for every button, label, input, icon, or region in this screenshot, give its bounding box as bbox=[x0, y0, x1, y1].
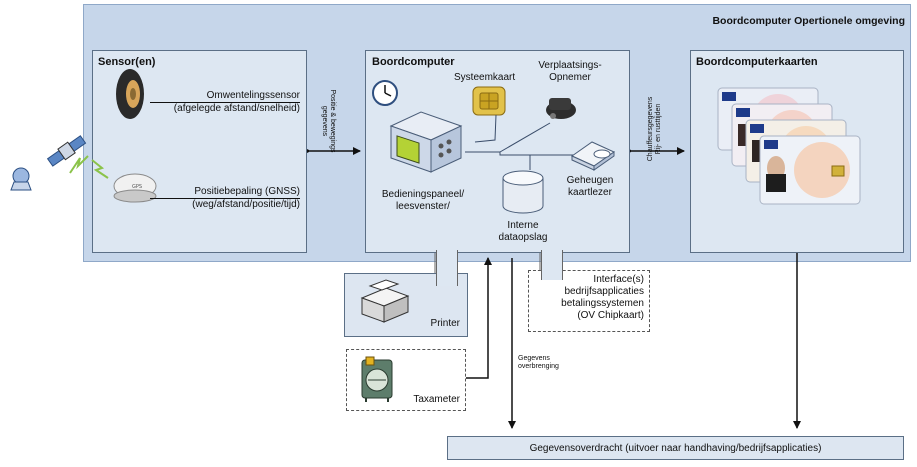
taxameter-label: Taxameter bbox=[413, 394, 460, 405]
printer-port bbox=[436, 250, 458, 286]
printer-label: Printer bbox=[430, 318, 460, 329]
rotation-sensor-label: Omwentelingssensor bbox=[206, 90, 300, 101]
chip-card-icon bbox=[472, 86, 506, 116]
internal-storage-label: Interne dataopslag bbox=[488, 220, 558, 244]
satellite-icon bbox=[46, 135, 109, 179]
tire-icon bbox=[116, 69, 144, 119]
cards-title: Boordcomputerkaarten bbox=[696, 56, 818, 68]
storage-cylinder-icon bbox=[502, 170, 544, 214]
sensor-computer-link-line1: Positie & bewegings bbox=[329, 89, 336, 153]
movement-sensor-line1: Verplaatsings- bbox=[538, 60, 602, 71]
sensor-computer-link-label: Positie & bewegings gegevens bbox=[314, 81, 336, 161]
output-box: Gegevensoverdracht (uitvoer naar handhav… bbox=[447, 436, 904, 460]
computer-cards-link-line1: Chauffeursgegevens bbox=[647, 96, 654, 162]
interface-label: Interface(s) bedrijfsapplicaties betalin… bbox=[530, 274, 644, 322]
control-panel-label: Bedieningspaneel/ leesvenster/ bbox=[368, 189, 478, 213]
control-unit-icon bbox=[389, 111, 463, 173]
interface-line3: betalingssystemen bbox=[561, 298, 644, 309]
card-reader-icon bbox=[570, 141, 616, 171]
position-label: Positiebepaling (GNSS) bbox=[194, 186, 300, 197]
transfer-note-line2: overbrenging bbox=[518, 363, 559, 370]
movement-sensor-label: Verplaatsings- Opnemer bbox=[525, 60, 615, 84]
driver-card-4 bbox=[759, 135, 861, 205]
rotation-sensor-sublabel: (afgelegde afstand/snelheid) bbox=[173, 103, 300, 114]
computer-cards-link-label: Chauffeursgegevens Rij- en rusttijden bbox=[647, 89, 669, 169]
internal-storage-line1: Interne bbox=[507, 220, 539, 231]
memory-card-reader-line1: Geheugen bbox=[566, 175, 614, 186]
interface-line4: (OV Chipkaart) bbox=[577, 310, 644, 321]
driver-cards-stack-icon bbox=[717, 87, 861, 205]
internal-storage-line2: dataopslag bbox=[498, 232, 548, 243]
interface-port bbox=[541, 250, 563, 280]
movement-sensor-icon bbox=[546, 98, 576, 119]
position-underline bbox=[150, 198, 300, 199]
position-sublabel: (weg/afstand/positie/tijd) bbox=[192, 199, 300, 210]
sensor-computer-link-line2: gegevens bbox=[321, 105, 328, 137]
sensor-title: Sensor(en) bbox=[98, 56, 156, 68]
rotation-sensor-underline bbox=[150, 102, 300, 103]
printer-icon bbox=[360, 279, 410, 323]
control-panel-line2: leesvenster/ bbox=[396, 201, 450, 212]
computer-title: Boordcomputer bbox=[372, 56, 455, 68]
environment-title: Boordcomputer Opertionele omgeving bbox=[712, 15, 905, 27]
gps-receiver-icon: GPS bbox=[113, 173, 157, 203]
transfer-note-line1: Gegevens bbox=[518, 355, 550, 362]
clock-icon bbox=[372, 80, 398, 106]
interface-line2: bedrijfsapplicaties bbox=[564, 286, 645, 297]
taxameter-icon bbox=[361, 356, 393, 402]
transfer-note: Gegevens overbrenging bbox=[518, 355, 559, 371]
interface-box bbox=[528, 270, 650, 332]
system-card-label: Systeemkaart bbox=[454, 72, 516, 83]
gps-badge: GPS bbox=[132, 184, 142, 190]
memory-card-reader-label: Geheugen kaartlezer bbox=[560, 175, 620, 199]
dish-icon bbox=[10, 167, 32, 191]
movement-sensor-line2: Opnemer bbox=[549, 72, 591, 83]
control-panel-line1: Bedieningspaneel/ bbox=[381, 189, 465, 200]
interface-line1: Interface(s) bbox=[593, 274, 644, 285]
memory-card-reader-line2: kaartlezer bbox=[568, 187, 612, 198]
taxameter-arrow bbox=[464, 257, 492, 379]
computer-cards-link-line2: Rij- en rusttijden bbox=[655, 103, 662, 155]
